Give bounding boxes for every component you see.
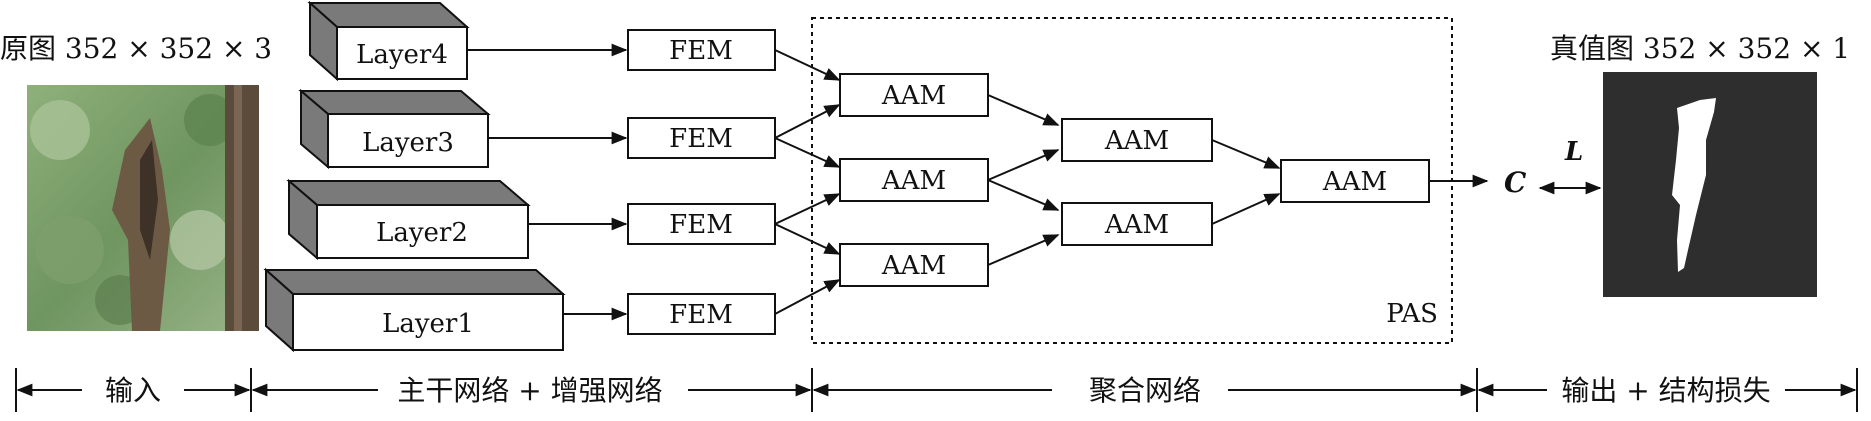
arrow-fem3-aam3: [774, 223, 841, 255]
arrow-fem4-aam3: [774, 279, 841, 315]
arrow-aam5-aam6: [1211, 193, 1281, 225]
section-label-aggregation: 聚合网络: [1089, 374, 1201, 407]
layer2-label: Layer2: [376, 218, 468, 248]
arrow-fem2-aam1: [774, 104, 841, 139]
layer3-label: Layer3: [362, 128, 454, 158]
aam-box-5: AAM: [1061, 202, 1213, 246]
aam-box-1: AAM: [839, 73, 989, 117]
fem-box-2: FEM: [627, 117, 776, 159]
ground-truth-image: [1603, 72, 1817, 297]
svg-text:AAM: AAM: [1322, 167, 1387, 197]
section-dividers: [15, 368, 1858, 412]
svg-text:FEM: FEM: [669, 36, 733, 66]
svg-text:FEM: FEM: [669, 210, 733, 240]
ground-truth-title: 真值图 352 × 352 × 1: [1550, 32, 1850, 65]
svg-text:FEM: FEM: [669, 124, 733, 154]
svg-text:AAM: AAM: [881, 166, 946, 196]
svg-text:AAM: AAM: [1104, 210, 1169, 240]
layer1-label: Layer1: [382, 309, 474, 339]
fem-box-1: FEM: [627, 29, 776, 71]
svg-text:AAM: AAM: [1104, 126, 1169, 156]
layer4-label: Layer4: [356, 40, 448, 70]
arrow-aam1-aam4: [987, 94, 1060, 126]
aam-box-3: AAM: [839, 243, 989, 287]
arrow-aam3-aam5: [987, 234, 1060, 266]
arrow-fem3-aam2: [774, 193, 841, 225]
arrow-aam4-aam6: [1211, 139, 1281, 169]
pas-label: PAS: [1386, 299, 1438, 329]
arrow-fem1-aam1: [774, 49, 841, 81]
svg-text:AAM: AAM: [881, 81, 946, 111]
svg-text:FEM: FEM: [669, 300, 733, 330]
input-image: [27, 85, 259, 331]
arrow-aam2-aam5: [987, 179, 1060, 211]
section-label-output: 输出 + 结构损失: [1561, 374, 1770, 407]
section-label-input: 输入: [105, 374, 161, 407]
layer1-block: Layer1: [263, 267, 566, 353]
prediction-label: C: [1504, 166, 1527, 199]
section-label-backbone: 主干网络 + 增强网络: [397, 374, 662, 407]
input-title: 原图 352 × 352 × 3: [0, 32, 272, 65]
arrow-aam2-aam4: [987, 149, 1060, 181]
loss-label: L: [1564, 137, 1583, 167]
aam-box-2: AAM: [839, 158, 989, 202]
aam-box-6: AAM: [1280, 159, 1430, 203]
layer4-block: Layer4: [307, 0, 470, 82]
layer2-block: Layer2: [286, 178, 531, 261]
fem-box-4: FEM: [627, 293, 776, 335]
fem-box-3: FEM: [627, 203, 776, 245]
aam-box-4: AAM: [1061, 118, 1213, 162]
svg-text:AAM: AAM: [881, 251, 946, 281]
layer3-block: Layer3: [298, 88, 491, 170]
arrow-fem2-aam2: [774, 137, 841, 168]
